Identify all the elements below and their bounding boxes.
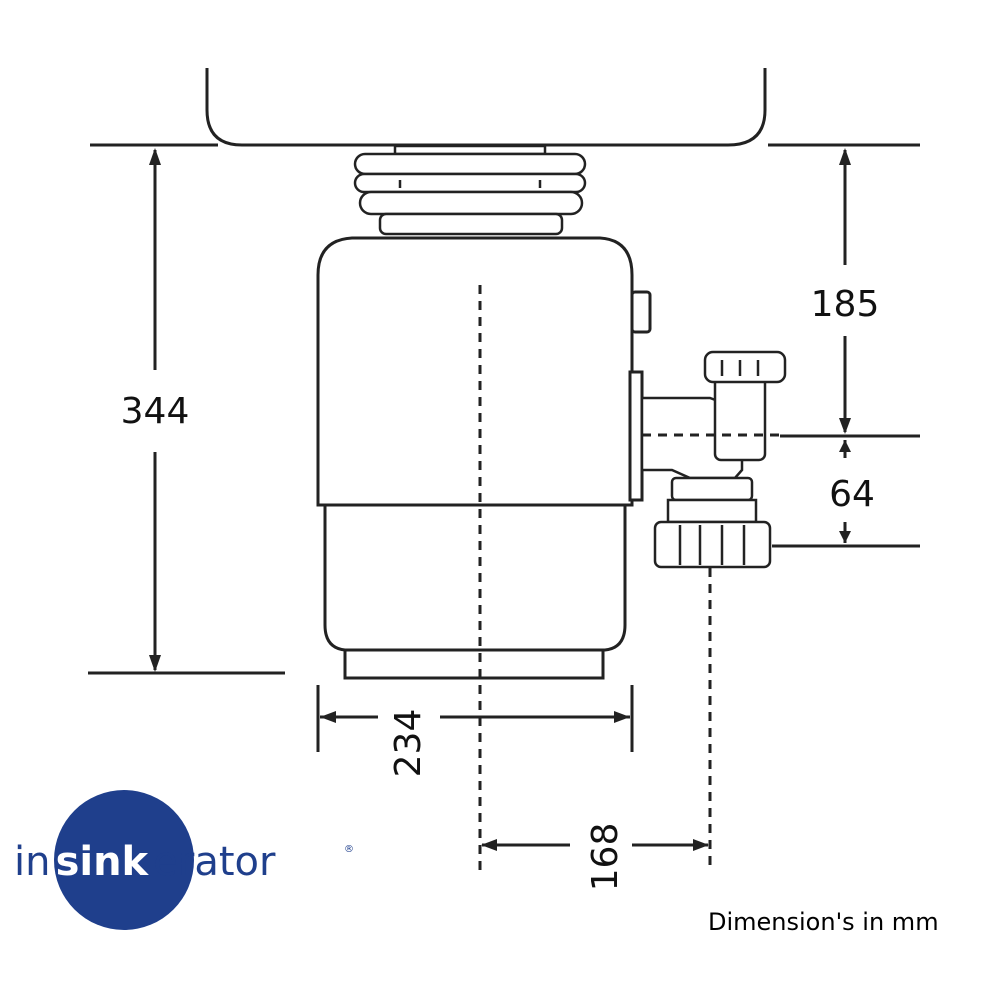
dimension-168: 168 [481,823,709,892]
dimension-label-234: 234 [388,709,429,778]
logo-suffix: erator [153,839,276,885]
dimension-label-185: 185 [811,284,880,325]
dimension-344: 344 [121,148,190,672]
insinkerator-logo: in sink erator ® [14,790,354,930]
extension-lines [88,434,920,752]
disposer-body [316,236,652,680]
dimension-label-344: 344 [121,391,190,432]
registered-mark: ® [344,844,354,855]
logo-circle [54,790,194,930]
dimension-234: 234 [320,709,630,778]
dimension-64: 64 [829,440,875,543]
mounting-assembly [353,144,587,236]
dimension-label-168: 168 [585,823,626,892]
sink-outline [205,68,767,147]
logo-highlight: sink [56,839,150,885]
discharge-outlet [640,350,787,569]
logo-text: in sink erator [14,839,276,885]
units-note: Dimension's in mm [708,908,939,936]
logo-prefix: in [14,839,50,885]
dimension-label-64: 64 [829,474,875,515]
dimension-185: 185 [811,148,880,434]
